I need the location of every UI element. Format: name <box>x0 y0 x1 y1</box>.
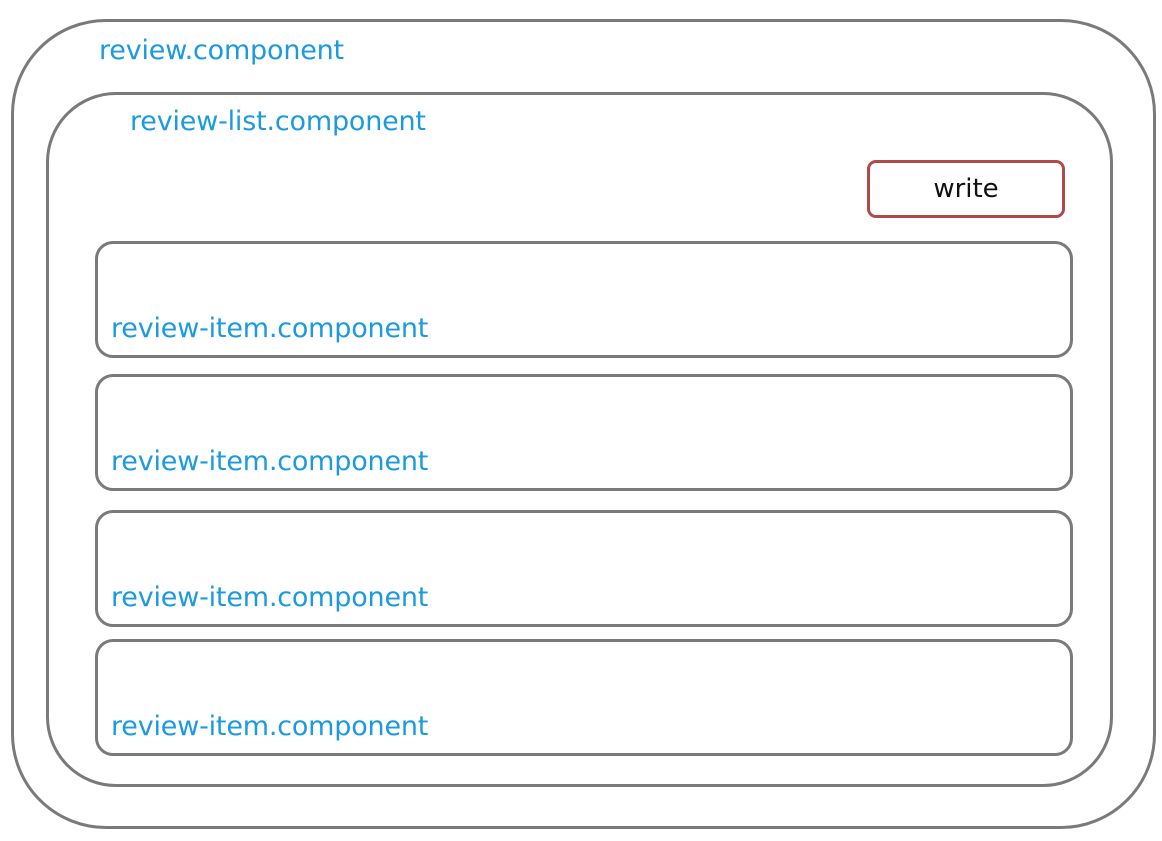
review-item-component-label: review-item.component <box>111 446 429 477</box>
review-item-component: review-item.component <box>95 374 1073 491</box>
review-item-component: review-item.component <box>95 241 1073 358</box>
review-component-label: review.component <box>99 35 344 66</box>
review-item-component-label: review-item.component <box>111 313 429 344</box>
review-item-component: review-item.component <box>95 510 1073 627</box>
review-item-component-label: review-item.component <box>111 711 429 742</box>
review-item-component-label: review-item.component <box>111 582 429 613</box>
write-button[interactable]: write <box>867 160 1065 218</box>
review-item-component: review-item.component <box>95 639 1073 756</box>
review-list-component-label: review-list.component <box>130 106 426 137</box>
